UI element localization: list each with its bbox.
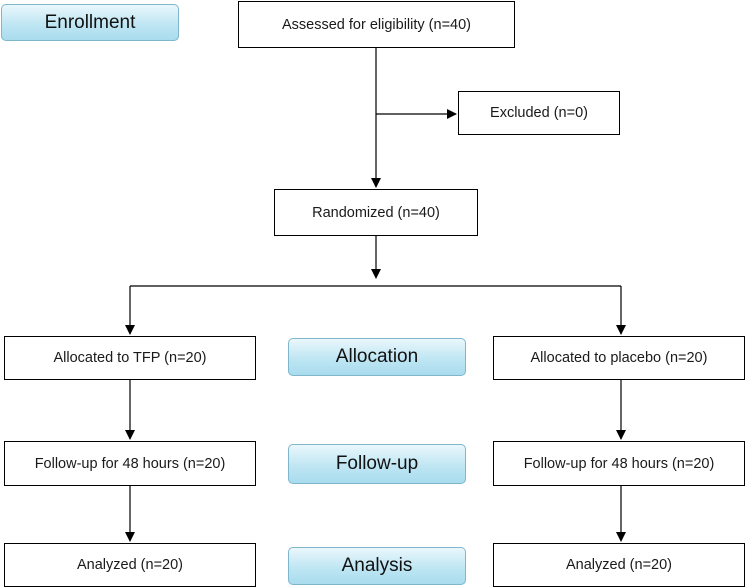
stage-enrollment: Enrollment bbox=[1, 4, 179, 41]
box-allocated-placebo: Allocated to placebo (n=20) bbox=[493, 336, 745, 380]
box-followup-placebo: Follow-up for 48 hours (n=20) bbox=[493, 441, 745, 486]
box-excluded: Excluded (n=0) bbox=[458, 91, 620, 135]
box-assessed-for-eligibility: Assessed for eligibility (n=40) bbox=[238, 1, 515, 48]
stage-allocation: Allocation bbox=[288, 338, 466, 376]
box-randomized: Randomized (n=40) bbox=[274, 189, 478, 236]
stage-followup: Follow-up bbox=[288, 444, 466, 484]
box-analyzed-placebo: Analyzed (n=20) bbox=[493, 543, 745, 587]
stage-analysis: Analysis bbox=[288, 547, 466, 585]
box-allocated-tfp: Allocated to TFP (n=20) bbox=[4, 336, 256, 380]
box-followup-tfp: Follow-up for 48 hours (n=20) bbox=[4, 441, 256, 486]
box-analyzed-tfp: Analyzed (n=20) bbox=[4, 543, 256, 587]
